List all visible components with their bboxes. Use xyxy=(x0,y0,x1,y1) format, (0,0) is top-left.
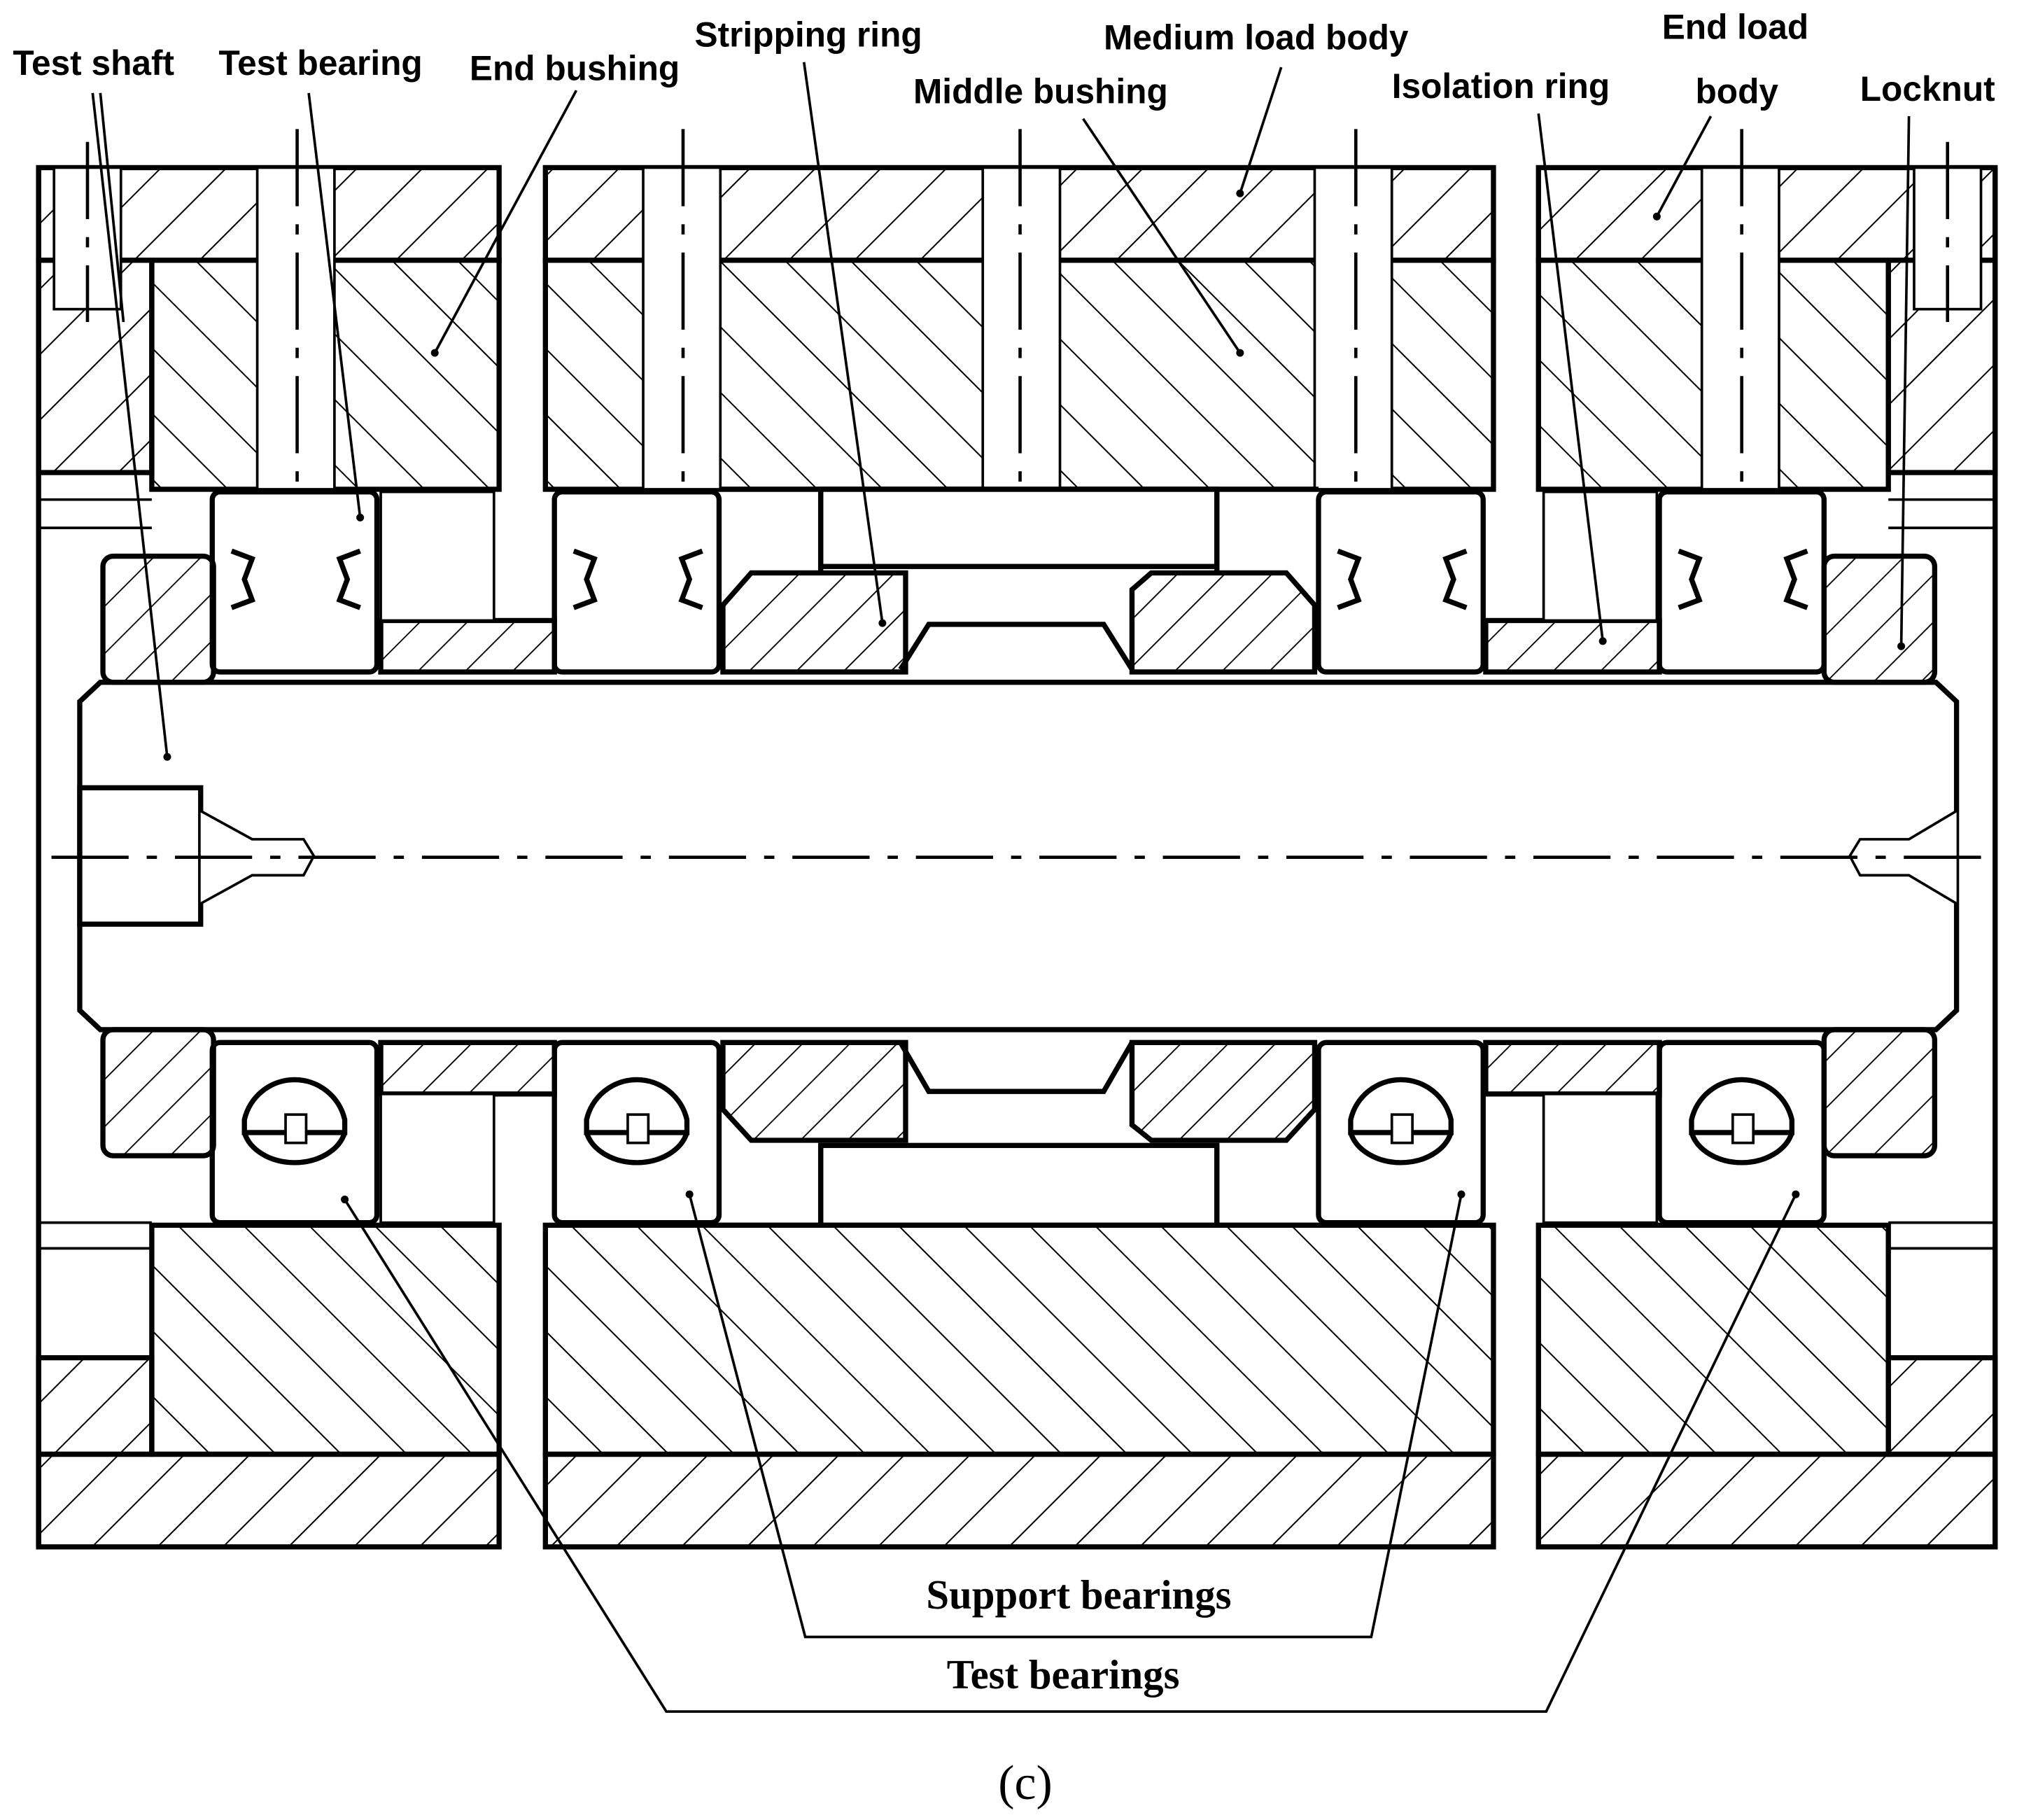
label-test-bearings: Test bearings xyxy=(947,1652,1180,1698)
bearing-left-test xyxy=(209,489,380,1226)
label-support-bearings: Support bearings xyxy=(926,1572,1231,1618)
label-locknut: Locknut xyxy=(1860,69,1995,108)
label-end-load-body-2: body xyxy=(1695,72,1778,111)
label-test-shaft: Test shaft xyxy=(13,43,174,83)
middle-bushing-center-block xyxy=(719,486,1319,1228)
isolation-ring-shapes xyxy=(1483,490,1662,1224)
bearing-right-test xyxy=(1657,489,1827,1226)
callout-labels: Test shaft Test bearing End bushing Stri… xyxy=(13,8,1995,1810)
label-test-bearing: Test bearing xyxy=(218,43,422,83)
label-medium-load-body: Medium load body xyxy=(1104,18,1409,57)
label-end-bushing: End bushing xyxy=(470,48,680,88)
load-holes xyxy=(255,129,1780,491)
bearing-right-support xyxy=(1316,489,1486,1226)
figure-caption: (c) xyxy=(998,1756,1053,1810)
stripping-rings xyxy=(720,570,1318,1143)
label-middle-bushing: Middle bushing xyxy=(913,72,1168,111)
bearing-left-support xyxy=(551,489,722,1226)
end-bushing-spacers xyxy=(378,490,557,1224)
label-stripping-ring: Stripping ring xyxy=(695,15,922,55)
label-end-load-body-1: End load xyxy=(1662,8,1808,47)
test-shaft xyxy=(51,622,1988,1094)
leader-lines xyxy=(91,62,1911,1713)
label-isolation-ring: Isolation ring xyxy=(1392,66,1610,106)
